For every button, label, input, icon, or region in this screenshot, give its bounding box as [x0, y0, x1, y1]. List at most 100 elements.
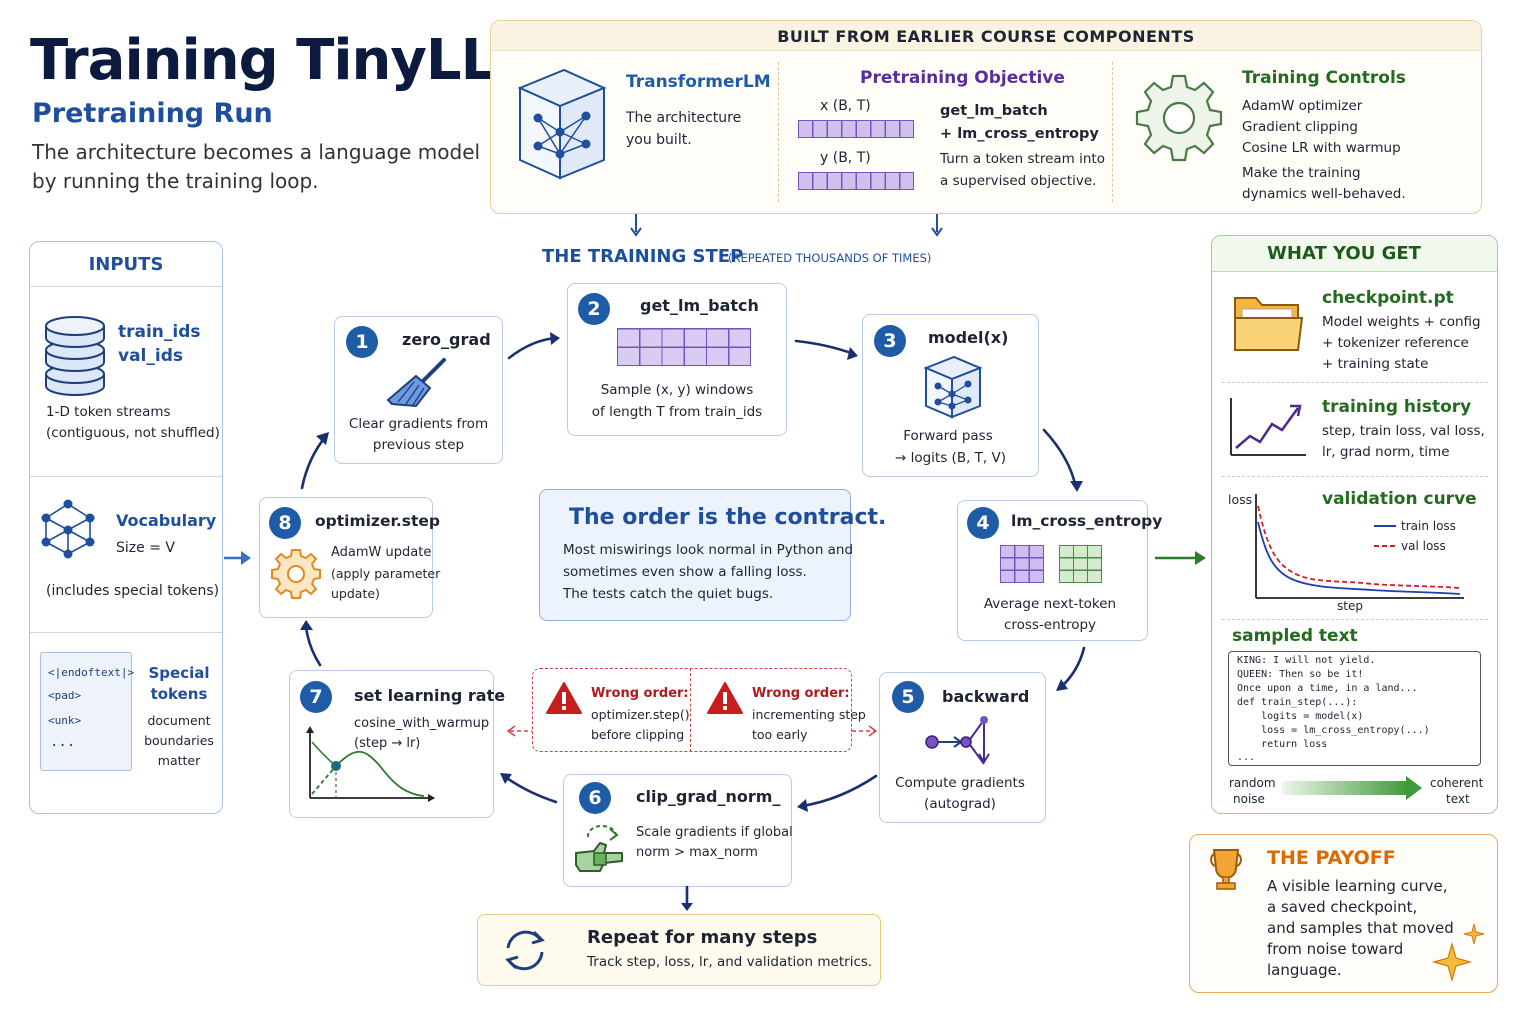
dashed-arrow — [506, 725, 532, 737]
divider — [30, 286, 222, 287]
curve-title: validation curve — [1322, 489, 1477, 509]
special-tokens-box — [40, 652, 132, 771]
step-4-desc-line1: Average next-token — [983, 596, 1117, 612]
vocabulary-graph-icon — [41, 499, 95, 559]
refresh-cycle-icon — [505, 930, 545, 971]
logits-grid-icon — [1000, 545, 1044, 583]
wrong-order-1-line2: before clipping — [591, 727, 685, 742]
components-heading: BUILT FROM EARLIER COURSE COMPONENTS — [777, 27, 1195, 46]
x-token-strip — [798, 120, 914, 138]
vocabulary-size: Size = V — [116, 540, 175, 556]
step-1-title: zero_grad — [402, 330, 491, 349]
objective-desc-line2: a supervised objective. — [940, 173, 1097, 189]
special-tokens-desc: matter — [157, 753, 201, 768]
warning-icon — [546, 682, 582, 714]
checkpoint-desc-line1: Model weights + config — [1322, 314, 1481, 330]
step-8-desc-line1: AdamW update — [331, 545, 432, 560]
step-7-desc-line2: (step → lr) — [354, 736, 421, 751]
checkpoint-desc-line3: + training state — [1322, 356, 1429, 372]
contract-title: The order is the contract. — [569, 505, 887, 530]
sparkle-icon — [1431, 923, 1485, 983]
step-8-title: optimizer.step — [315, 512, 441, 530]
step-number: 1 — [346, 326, 378, 358]
wrong-order-2-line1: incrementing step — [752, 707, 866, 722]
noise-to-text-gradient-arrow — [1282, 781, 1408, 795]
gradient-flow-icon — [925, 716, 990, 765]
update-gear-icon — [271, 549, 321, 599]
warning-icon — [707, 682, 743, 714]
targets-grid-icon — [1059, 545, 1102, 583]
sample-line: return loss — [1237, 739, 1328, 750]
history-desc-line2: lr, grad norm, time — [1322, 444, 1450, 460]
divider — [30, 632, 222, 633]
history-title: training history — [1322, 397, 1472, 417]
legend-train-loss: train loss — [1401, 519, 1456, 533]
step-4-title: lm_cross_entropy — [1011, 512, 1163, 530]
sampled-text-box — [1228, 651, 1481, 766]
vocabulary-note: (includes special tokens) — [46, 583, 220, 599]
special-tokens-label-line2: tokens — [150, 685, 208, 703]
special-tokens-label-line1: Special — [148, 664, 210, 682]
step-2-desc-line1: Sample (x, y) windows — [600, 382, 754, 398]
contract-callout — [539, 489, 851, 621]
contract-line3: The tests catch the quiet bugs. — [563, 586, 774, 602]
objective-desc-line1: Turn a token stream into — [940, 151, 1105, 167]
train-ids-label: train_ids — [118, 322, 201, 342]
page-subtitle: Pretraining Run — [32, 98, 273, 129]
step-7-desc-line1: cosine_with_warmup — [354, 716, 490, 731]
divider — [1222, 476, 1488, 477]
trophy-icon — [1210, 849, 1242, 890]
random-noise-label-line1: random — [1229, 776, 1276, 790]
divider — [30, 476, 222, 477]
step-5-desc-line2: (autograd) — [924, 796, 996, 812]
payoff-title: THE PAYOFF — [1267, 847, 1396, 869]
loop-heading-note: (REPEATED THOUSANDS OF TIMES) — [728, 251, 932, 265]
transformer-title: TransformerLM — [626, 72, 771, 92]
repeat-callout — [477, 914, 881, 986]
divider — [778, 62, 779, 202]
step-number: 8 — [269, 507, 301, 539]
page-description-line1: The architecture becomes a language mode… — [32, 140, 481, 164]
step-number: 7 — [300, 681, 332, 713]
folder-icon — [1234, 297, 1304, 351]
step-number: 5 — [892, 681, 924, 713]
payoff-line4: from noise toward — [1267, 940, 1404, 958]
objective-x-label: x (B, T) — [820, 98, 871, 114]
val-ids-label: val_ids — [118, 346, 183, 366]
divider — [690, 668, 691, 752]
transformer-cube-icon — [517, 68, 607, 180]
step-6-desc-line1: Scale gradients if global — [636, 825, 793, 840]
wrong-order-1-line1: optimizer.step() — [591, 707, 690, 722]
divider — [1222, 619, 1488, 620]
page-description-line2: by running the training loop. — [32, 169, 319, 193]
down-arrow — [630, 214, 642, 237]
sample-line: def train_step(...): — [1237, 697, 1358, 708]
model-cube-icon — [923, 355, 983, 419]
y-token-strip — [798, 172, 914, 190]
special-token: <unk> — [48, 714, 82, 727]
step-number: 2 — [578, 293, 610, 325]
coherent-text-label-line1: coherent — [1430, 776, 1484, 790]
step-1-desc-line2: previous step — [372, 437, 465, 453]
objective-fn1: get_lm_batch — [940, 103, 1048, 119]
inputs-heading: INPUTS — [88, 254, 164, 275]
wrong-order-1-title: Wrong order: — [591, 686, 689, 701]
special-tokens-desc: document — [147, 713, 211, 728]
wrong-order-2-line2: too early — [752, 727, 808, 742]
vocabulary-label: Vocabulary — [116, 511, 217, 530]
repeat-desc: Track step, loss, lr, and validation met… — [587, 954, 873, 970]
history-desc-line1: step, train loss, val loss, — [1322, 423, 1485, 439]
inputs-arrow — [224, 551, 251, 565]
checkpoint-desc-line2: + tokenizer reference — [1322, 335, 1469, 351]
step-3-desc-line1: Forward pass — [903, 428, 993, 444]
special-token: <pad> — [48, 689, 82, 702]
special-token: ... — [50, 734, 76, 750]
outputs-heading: WHAT YOU GET — [1267, 243, 1421, 264]
step-8-desc-line2: (apply parameter — [331, 566, 441, 581]
clip-hand-icon — [575, 824, 623, 872]
controls-item: AdamW optimizer — [1242, 98, 1363, 114]
step-3-title: model(x) — [928, 328, 1009, 347]
components-heading-bar — [491, 21, 1481, 51]
payoff-line5: language. — [1267, 961, 1342, 979]
controls-item: Gradient clipping — [1242, 119, 1358, 135]
